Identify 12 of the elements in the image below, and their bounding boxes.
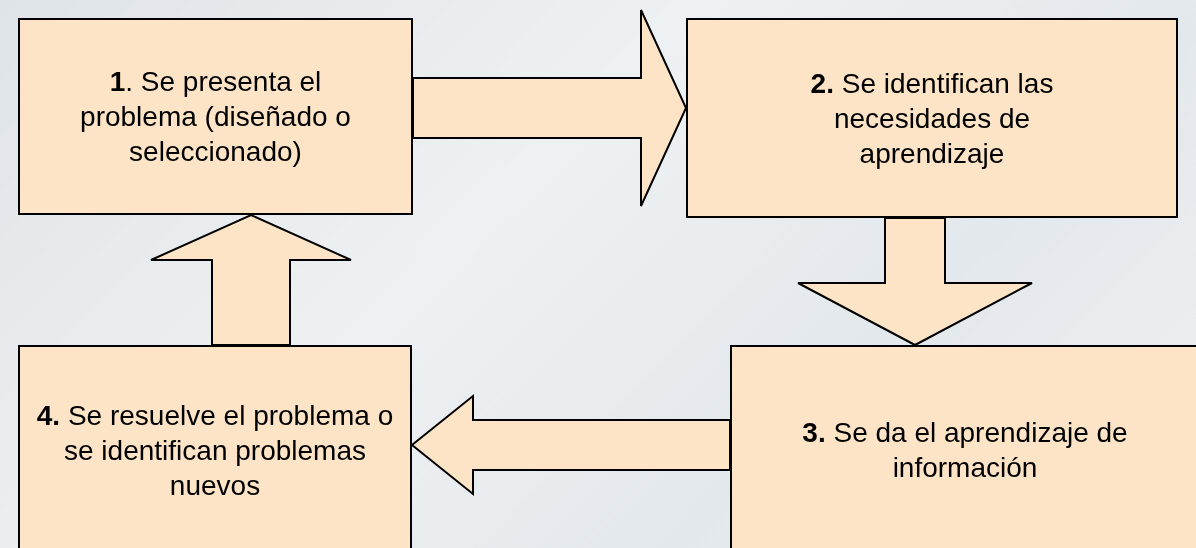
step-text: 1. Se presenta el problema (diseñado o seleccionado) <box>79 65 352 169</box>
step-box <box>18 18 413 215</box>
step-box <box>686 18 1178 218</box>
block-arrow <box>797 217 1033 347</box>
step-text: 2. Se identifican las necesidades de aprendizaje <box>809 66 1055 171</box>
step-text: 4. Se resuelve el problema o se identifican problemas nuevos <box>36 398 394 503</box>
step-text: 3. Se da el aprendizaje de información <box>801 416 1129 485</box>
block-arrow <box>150 213 352 346</box>
block-arrow <box>410 393 731 497</box>
step-box <box>730 345 1196 548</box>
step-box <box>18 345 412 548</box>
block-arrow <box>412 9 688 207</box>
